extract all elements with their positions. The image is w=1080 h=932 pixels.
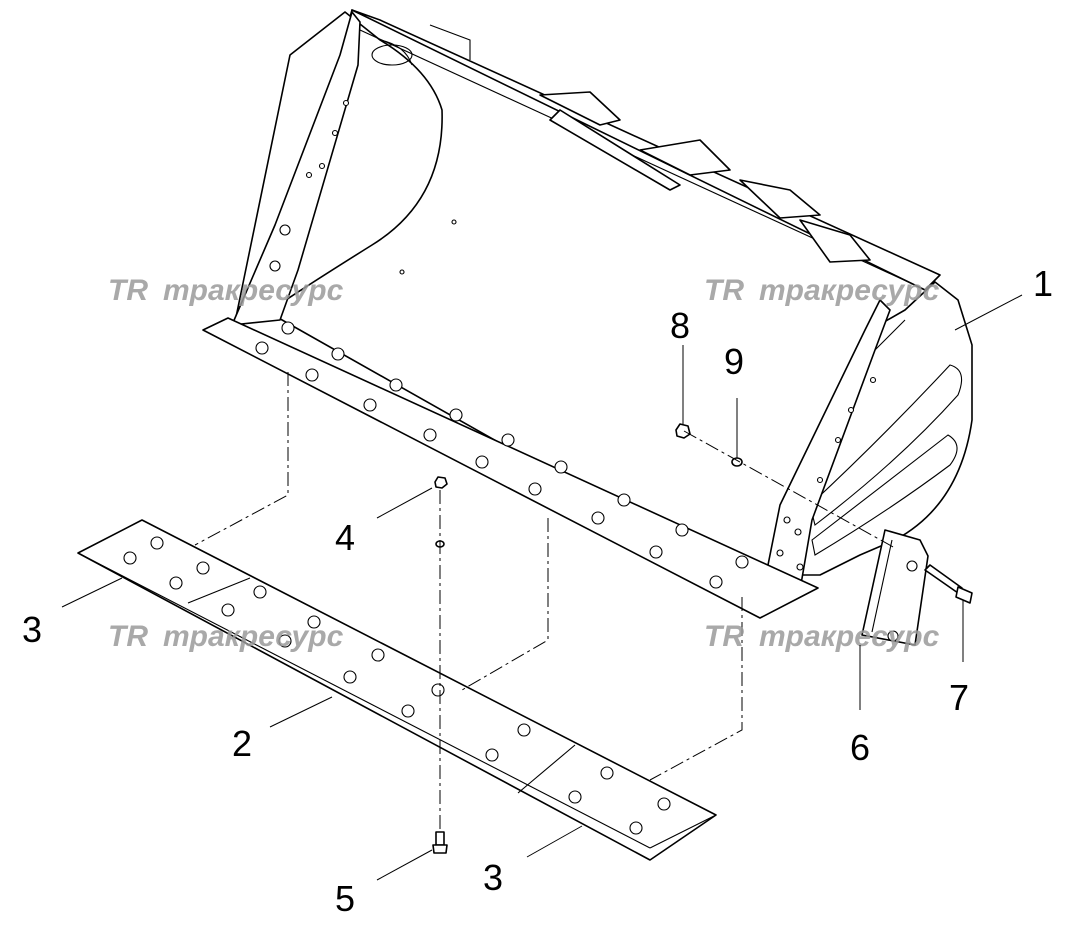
callout-6: 6: [850, 727, 870, 768]
svg-text:TR: TR: [108, 274, 148, 307]
svg-text:TR: TR: [704, 620, 744, 653]
watermark-bottom-right: TR тракресурс: [704, 620, 940, 653]
assembly-line-left: [194, 372, 289, 546]
cutting-edge-blade: [77, 519, 717, 861]
bucket-base-plate: [202, 317, 819, 619]
left-side-plate: [231, 11, 361, 326]
watermark-top-right: TR тракресурс: [704, 274, 940, 307]
nut-8: [675, 423, 691, 439]
bucket-assembly: [202, 9, 973, 619]
bolt-7: [924, 564, 973, 604]
callout-8: 8: [670, 305, 690, 346]
callout-1: 1: [1033, 263, 1053, 304]
bolt-5: [432, 831, 448, 854]
leader-3-right: [526, 825, 583, 858]
callout-9: 9: [724, 341, 744, 382]
assembly-line-right: [649, 597, 743, 781]
callout-3-right: 3: [483, 857, 503, 898]
side-edge-bracket: [861, 529, 929, 646]
svg-text:тракресурс: тракресурс: [163, 274, 344, 307]
nut-4: [434, 476, 448, 548]
watermark-top-left: TR тракресурс: [108, 274, 344, 307]
callout-7: 7: [949, 677, 969, 718]
svg-text:тракресурс: тракресурс: [163, 620, 344, 653]
leader-4: [376, 487, 433, 519]
leader-2: [269, 696, 333, 728]
svg-text:TR: TR: [108, 620, 148, 653]
svg-text:тракресурс: тракресурс: [759, 274, 940, 307]
watermark-bottom-left: TR тракресурс: [108, 620, 344, 653]
callout-3-left: 3: [22, 609, 42, 650]
callout-2: 2: [232, 723, 252, 764]
svg-text:TR: TR: [704, 274, 744, 307]
base-plate-holes: [255, 321, 749, 589]
cutting-edge-holes: [123, 536, 671, 835]
leader-1: [954, 294, 1023, 331]
callout-5: 5: [335, 878, 355, 919]
leader-5: [376, 849, 433, 881]
svg-text:тракресурс: тракресурс: [759, 620, 940, 653]
right-side-plate: [761, 299, 891, 596]
washer-9: [731, 457, 743, 467]
assembly-line-middle: [461, 518, 549, 691]
callout-4: 4: [335, 517, 355, 558]
center-line-8-9-7: [683, 430, 896, 549]
leader-3-left: [61, 577, 123, 608]
